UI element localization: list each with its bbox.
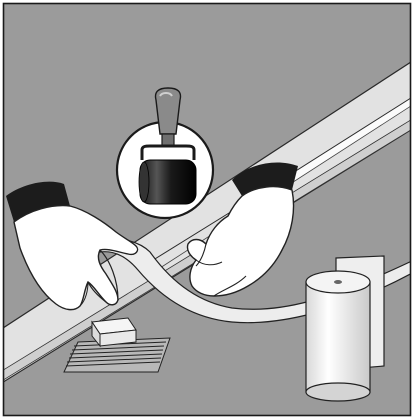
filler-block xyxy=(92,318,136,346)
